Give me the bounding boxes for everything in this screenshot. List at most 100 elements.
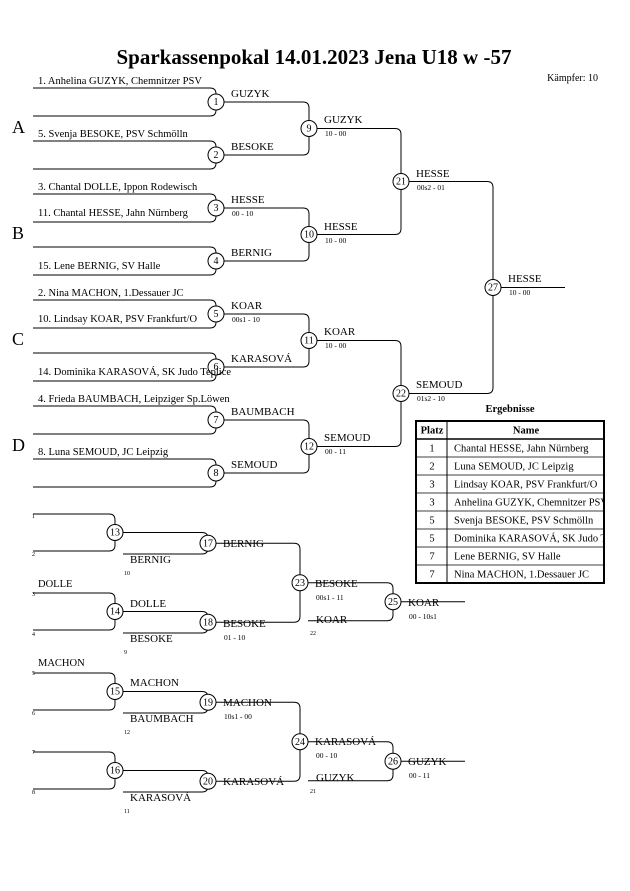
match-10-score: 10 - 00 xyxy=(325,236,346,245)
result-name: Anhelina GUZYK, Chemnitzer PSV xyxy=(454,498,608,509)
repechage-0-first-line xyxy=(33,513,116,552)
entrant-label: 8. Luna SEMOUD, JC Leipzig xyxy=(38,447,169,458)
repechage-feed-name: BESOKE xyxy=(130,633,173,645)
match-9-score: 10 - 00 xyxy=(325,129,346,138)
repechage-feed-source: 22 xyxy=(310,631,316,637)
match-3-winner: HESSE xyxy=(231,194,265,206)
match-1-circle xyxy=(207,93,225,111)
entrant-label: 5 xyxy=(32,671,35,677)
match-21-circle xyxy=(392,173,410,190)
match-12-winner: SEMOUD xyxy=(324,432,371,444)
match-18-number: 18 xyxy=(203,617,213,628)
match-15-winner: MACHON xyxy=(130,677,179,689)
match-6-winner: KARASOVÁ xyxy=(231,353,292,365)
entrant-label: 3. Chantal DOLLE, Ippon Rodewisch xyxy=(38,182,198,193)
match-22-score: 01s2 - 10 xyxy=(417,394,445,403)
bracket-lines xyxy=(33,87,565,793)
sheet-title: Sparkassenpokal 14.01.2023 Jena U18 w -5… xyxy=(117,45,512,69)
match-1-number: 1 xyxy=(214,97,219,108)
match-6-circle xyxy=(207,358,225,376)
result-name: Nina MACHON, 1.Dessauer JC xyxy=(454,570,589,581)
match-11-winner: KOAR xyxy=(324,326,356,338)
repechage-3-second-line xyxy=(123,770,209,793)
match-26-winner: GUZYK xyxy=(408,756,447,768)
result-place: 5 xyxy=(429,516,434,527)
repechage-feed-source: 11 xyxy=(124,809,130,815)
match-26-score: 00 - 11 xyxy=(409,771,430,780)
match-22-winner: SEMOUD xyxy=(416,379,463,391)
entrant-label: MACHON xyxy=(38,658,85,669)
match-23-number: 23 xyxy=(295,578,305,589)
match-17-number: 17 xyxy=(203,538,213,549)
entrant-label: 11. Chantal HESSE, Jahn Nürnberg xyxy=(38,208,189,219)
repechage-feed-source: 9 xyxy=(124,650,127,656)
match-27-circle xyxy=(484,279,502,296)
match-15-number: 15 xyxy=(110,687,120,698)
match-13-circle xyxy=(106,524,124,541)
match-7-circle xyxy=(207,411,225,429)
match-5-circle xyxy=(207,305,225,323)
entrant-label: DOLLE xyxy=(38,579,72,590)
match-13-number: 13 xyxy=(110,528,120,539)
repechage-2-first-line xyxy=(33,672,116,711)
match-24-winner: KARASOVÁ xyxy=(315,736,376,748)
match-3-circle xyxy=(207,199,225,217)
match-25-circle xyxy=(384,593,402,611)
result-place: 3 xyxy=(429,480,434,491)
repechage-feed-source: 10 xyxy=(124,571,130,577)
match-3-number: 3 xyxy=(214,203,219,214)
semifinal-1-line xyxy=(317,128,402,235)
match-18-winner: BESOKE xyxy=(223,618,266,630)
match-5-number: 5 xyxy=(214,309,219,320)
match-17-winner: BERNIG xyxy=(223,538,264,550)
match-21-winner: HESSE xyxy=(416,168,450,180)
match-9-winner: GUZYK xyxy=(324,114,363,126)
entrant-label: 3 xyxy=(32,592,35,598)
bracket-labels: 1293410561178122122271317141815191620232… xyxy=(12,76,542,815)
match-8-circle xyxy=(207,464,225,482)
match-24-number: 24 xyxy=(295,737,305,748)
match-10-number: 10 xyxy=(304,230,314,241)
repechage-feed-source: 21 xyxy=(310,789,316,795)
match-20-number: 20 xyxy=(203,776,213,787)
match-9-number: 9 xyxy=(307,124,312,135)
entrant-label: 2 xyxy=(32,552,35,558)
entrant-label: 4. Frieda BAUMBACH, Leipziger Sp.Löwen xyxy=(38,394,230,405)
match-14-circle xyxy=(106,603,124,620)
match-8-number: 8 xyxy=(214,468,219,479)
match-24-circle xyxy=(291,733,309,751)
match-10-winner: HESSE xyxy=(324,221,358,233)
match-5-winner: KOAR xyxy=(231,300,263,312)
match-11-score: 10 - 00 xyxy=(325,341,346,350)
match-3-score: 00 - 10 xyxy=(232,209,253,218)
match-6-number: 6 xyxy=(214,362,219,373)
result-name: Svenja BESOKE, PSV Schmölln xyxy=(454,516,594,527)
match-12-number: 12 xyxy=(304,442,314,453)
match-2-winner: BESOKE xyxy=(231,141,274,153)
result-name: Dominika KARASOVÁ, SK Judo Teplice xyxy=(454,533,630,545)
result-name: Chantal HESSE, Jahn Nürnberg xyxy=(454,444,589,455)
pool-label-B: B xyxy=(12,223,24,243)
entrant-label: 6 xyxy=(32,711,35,717)
match-25-score: 00 - 10s1 xyxy=(409,612,437,621)
repechage-feed-name: BERNIG xyxy=(130,554,171,566)
repechage-feed-name: GUZYK xyxy=(316,772,355,784)
entrant-label: 7 xyxy=(32,750,35,756)
entrant-label: 5. Svenja BESOKE, PSV Schmölln xyxy=(38,129,188,140)
bronze-semi-1-line xyxy=(216,542,301,623)
result-name: Luna SEMOUD, JC Leipzig xyxy=(454,462,574,473)
match-22-number: 22 xyxy=(396,389,406,400)
match-27-score: 10 - 00 xyxy=(509,288,530,297)
match-25-number: 25 xyxy=(388,597,398,608)
match-22-circle xyxy=(392,385,410,402)
repechage-1-first-line xyxy=(33,592,116,631)
match-16-number: 16 xyxy=(110,766,120,777)
pool-0-bout-b-line xyxy=(33,140,217,170)
match-2-number: 2 xyxy=(214,150,219,161)
match-14-winner: DOLLE xyxy=(130,598,166,610)
pool-label-D: D xyxy=(12,435,25,455)
match-4-winner: BERNIG xyxy=(231,247,272,259)
match-25-winner: KOAR xyxy=(408,597,440,609)
result-place: 1 xyxy=(429,444,434,455)
